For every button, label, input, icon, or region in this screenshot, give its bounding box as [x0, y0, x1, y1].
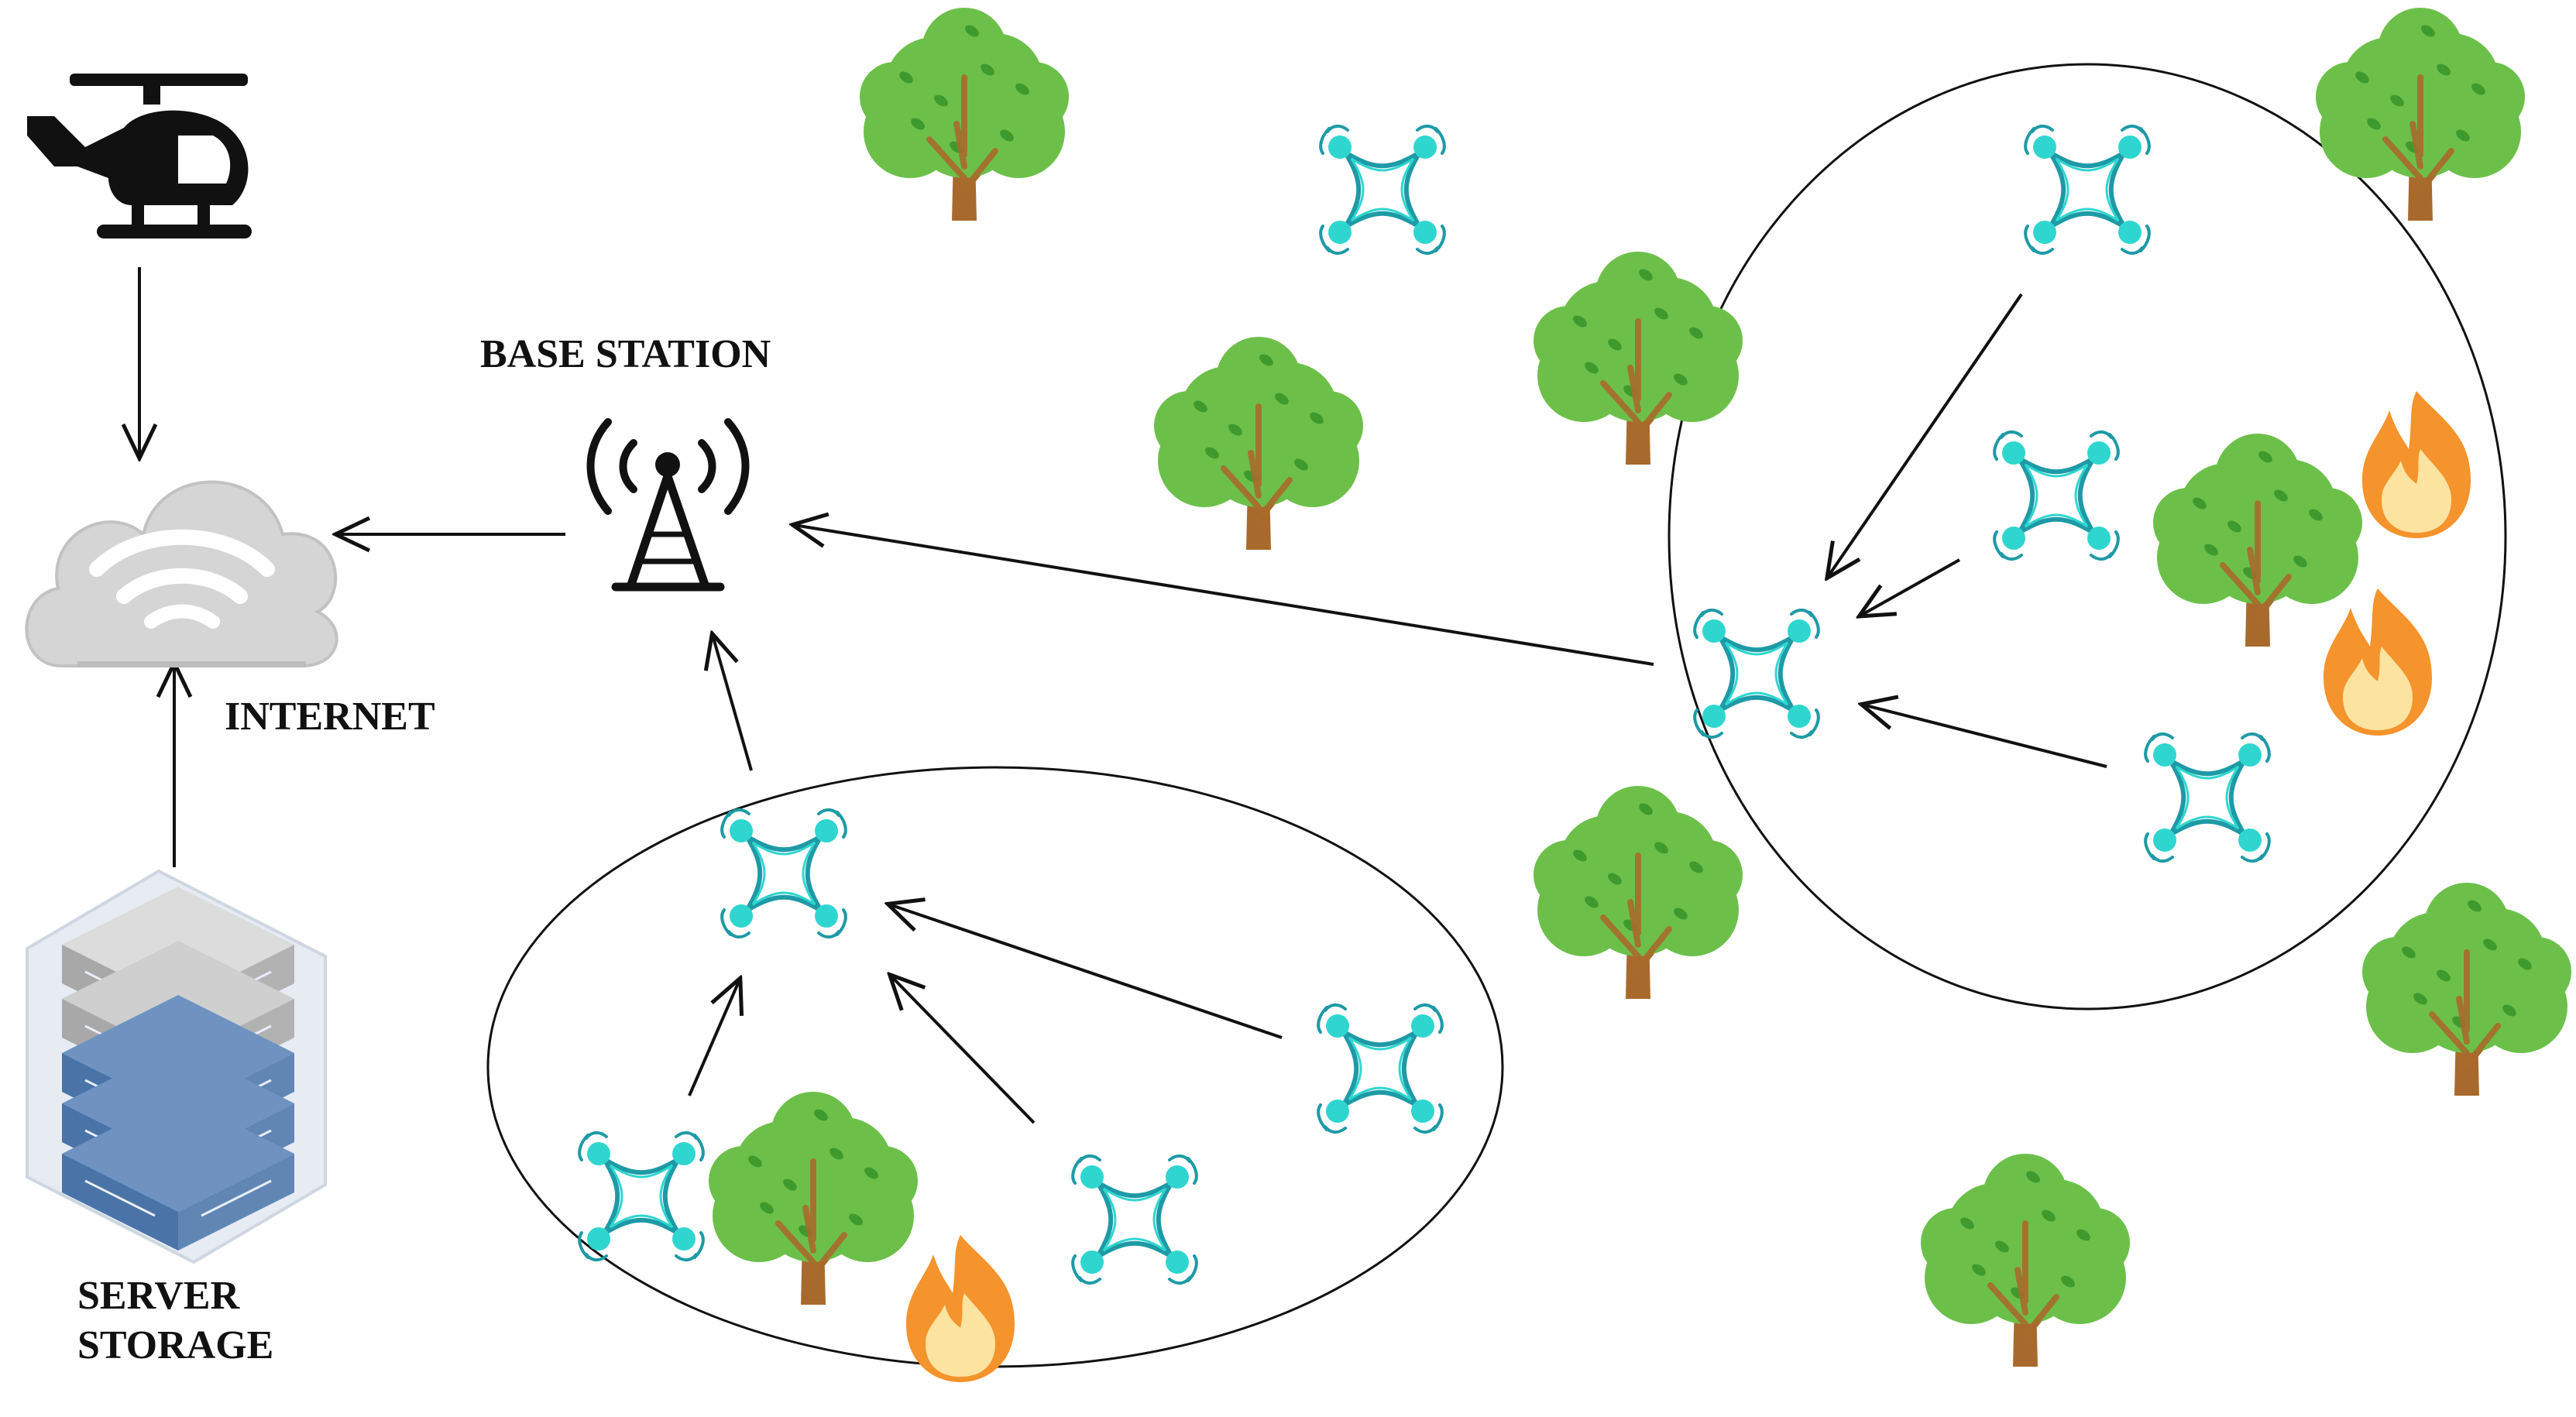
quadcopter-drone-icon: [1071, 1155, 1198, 1285]
tree-icon: [2153, 434, 2362, 647]
tree-icon: [2362, 883, 2571, 1096]
fire-icon: [2362, 391, 2471, 538]
connection-arrows: [139, 267, 2107, 1124]
quadcopter-drone-icon: [1317, 1004, 1444, 1134]
quadcopter-drone-icon: [1693, 609, 1820, 739]
server-rack-unit: [62, 1096, 294, 1251]
quadcopter-drone-icon: [2024, 125, 2151, 255]
fire-icon: [906, 1235, 1015, 1382]
drones: [578, 125, 2271, 1285]
tree-icon: [709, 1092, 918, 1305]
server-rack-icon: [26, 869, 327, 1264]
tree-icon: [1921, 1154, 2130, 1367]
arrow-lower-left-drone-to-head: [688, 980, 740, 1096]
arrow-upper-mid-drone-to-head: [1860, 558, 1960, 616]
tree-icon: [1534, 252, 1743, 465]
server-storage-label-line2: STORAGE: [77, 1323, 274, 1367]
arrow-upper-bottom-drone-to-head: [1863, 705, 2107, 768]
forest-trees: [709, 8, 2571, 1367]
fires: [906, 391, 2471, 1382]
internet-label: INTERNET: [225, 695, 435, 739]
arrow-lower-mid-drone-to-head: [891, 976, 1036, 1124]
quadcopter-drone-icon: [1993, 431, 2120, 561]
cluster-boundary-upper-right: [1668, 63, 2507, 1010]
arrow-lower-right-drone-to-head: [889, 904, 1283, 1039]
tree-icon: [860, 8, 1069, 221]
server-storage-label-line1: SERVER: [77, 1274, 240, 1318]
tree-icon: [1154, 337, 1363, 550]
radio-tower-icon: [586, 418, 750, 592]
quadcopter-drone-icon: [2144, 733, 2271, 863]
base-station-label: BASE STATION: [480, 332, 771, 376]
arrow-lower-cluster-to-tower: [713, 635, 753, 771]
cloud-wifi-icon: [25, 480, 338, 667]
quadcopter-drone-icon: [578, 1131, 705, 1261]
arrow-upper-top-drone-to-head: [1828, 293, 2023, 577]
helicopter-icon: [27, 74, 252, 238]
quadcopter-drone-icon: [1319, 125, 1446, 255]
arrow-upper-cluster-to-tower: [794, 525, 1654, 666]
tree-icon: [2316, 8, 2525, 221]
fire-icon: [2324, 588, 2432, 736]
tree-icon: [1534, 786, 1743, 999]
quadcopter-drone-icon: [720, 808, 847, 938]
